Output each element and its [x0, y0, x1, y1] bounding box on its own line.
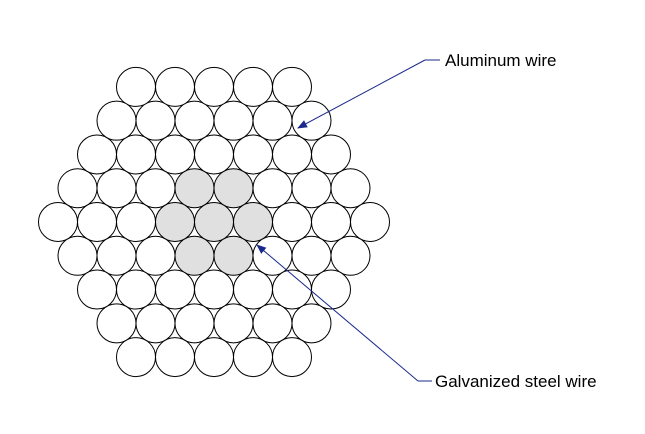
aluminum-wire	[330, 235, 371, 276]
galvanized-steel-wire-label: Galvanized steel wire	[435, 372, 597, 391]
aluminum-wire	[57, 168, 98, 209]
aluminum-wire	[96, 303, 137, 344]
aluminum-wire	[311, 202, 351, 242]
aluminum-wire	[77, 202, 117, 242]
aluminum-wire	[291, 168, 332, 209]
aluminum-wire	[233, 134, 273, 175]
aluminum-wire	[291, 235, 332, 276]
aluminum-wire	[311, 269, 351, 310]
aluminum-wire	[135, 235, 176, 276]
wire-bundle	[38, 66, 390, 378]
aluminum-wire	[330, 168, 371, 209]
steel-wire	[174, 235, 215, 276]
aluminum-wire	[155, 337, 195, 378]
aluminum-wire	[252, 168, 293, 209]
aluminum-wire	[77, 269, 117, 310]
steel-leader-arrow	[256, 244, 419, 382]
aluminum-wire	[252, 303, 293, 344]
aluminum-wire	[116, 134, 156, 175]
aluminum-wire	[272, 269, 312, 310]
aluminum-wire	[116, 337, 156, 378]
aluminum-wire	[116, 202, 156, 242]
steel-wire	[194, 202, 234, 242]
aluminum-wire	[135, 100, 176, 141]
aluminum-wire	[96, 168, 137, 209]
aluminum-wire	[174, 303, 215, 344]
aluminum-wire-label: Aluminum wire	[445, 51, 556, 70]
aluminum-wire	[233, 269, 273, 310]
aluminum-wire	[213, 303, 254, 344]
aluminum-wire	[291, 303, 332, 344]
aluminum-wire	[272, 337, 312, 378]
aluminum-wire	[194, 337, 234, 378]
aluminum-wire	[96, 235, 137, 276]
steel-wire	[233, 202, 273, 242]
aluminum-wire	[116, 269, 156, 310]
steel-wire	[213, 235, 254, 276]
steel-wire	[174, 168, 215, 209]
aluminum-wire	[135, 303, 176, 344]
steel-wire	[155, 202, 195, 242]
aluminum-wire	[57, 235, 98, 276]
aluminum-wire	[213, 100, 254, 141]
aluminum-wire	[350, 202, 390, 242]
aluminum-wire	[155, 269, 195, 310]
aluminum-wire	[96, 100, 137, 141]
aluminum-wire	[233, 337, 273, 378]
aluminum-wire	[155, 134, 195, 175]
aluminum-wire	[272, 202, 312, 242]
steel-wire	[213, 168, 254, 209]
aluminum-wire	[194, 134, 234, 175]
aluminum-wire	[155, 66, 195, 107]
aluminum-wire	[116, 66, 156, 107]
steel-label-group: Galvanized steel wire	[256, 244, 597, 391]
aluminum-leader-arrow	[297, 59, 426, 129]
aluminum-wire	[252, 100, 293, 141]
aluminum-wire	[194, 269, 234, 310]
aluminum-label-group: Aluminum wire	[297, 51, 556, 129]
aluminum-wire	[272, 134, 312, 175]
aluminum-wire	[311, 134, 351, 175]
aluminum-wire	[194, 66, 234, 107]
aluminum-wire	[135, 168, 176, 209]
aluminum-wire	[77, 134, 117, 175]
aluminum-wire	[233, 66, 273, 107]
aluminum-wire	[174, 100, 215, 141]
aluminum-wire	[38, 202, 78, 242]
aluminum-wire	[272, 66, 312, 107]
